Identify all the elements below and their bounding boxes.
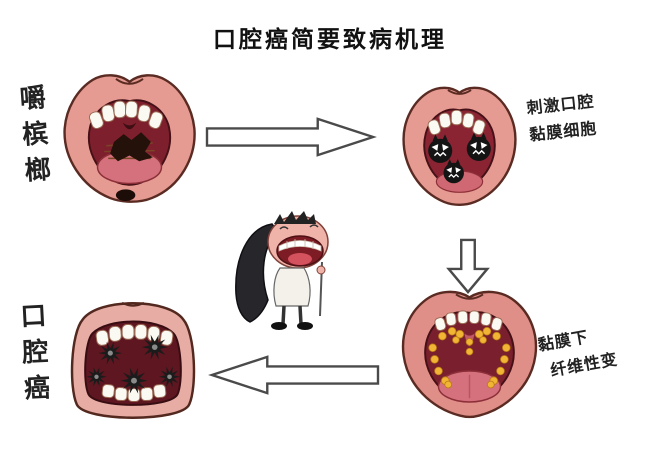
mouth-cancer-illustration bbox=[58, 286, 208, 434]
diagram-title: 口腔癌简要致病机理 bbox=[213, 26, 447, 52]
mouth-irritated-illustration bbox=[392, 72, 527, 220]
fibrosis-nodules bbox=[428, 327, 511, 389]
label-irritates-oral-mucosa: 刺激口腔 黏膜细胞 bbox=[525, 89, 598, 150]
arrow-down-icon bbox=[446, 238, 490, 294]
arrow-left-icon bbox=[206, 354, 382, 396]
label-chew-betel-nut: 嚼槟榔 bbox=[15, 83, 53, 193]
cartoon-icon bbox=[235, 211, 329, 330]
mouth-fibrosis-icon bbox=[401, 290, 538, 419]
mouth-betel-illustration bbox=[52, 58, 207, 218]
mouth-betel-icon bbox=[63, 74, 196, 203]
germ-faces bbox=[428, 132, 491, 184]
label-submucosal-fibrosis: 黏膜下 纤维性变 bbox=[536, 320, 620, 387]
mouth-irritated-icon bbox=[402, 86, 517, 207]
cartoon-cape bbox=[235, 223, 280, 323]
mouth-fibrosis-illustration bbox=[392, 278, 547, 433]
mouth-cancer-icon bbox=[70, 301, 196, 419]
doctor-cartoon-illustration bbox=[224, 198, 349, 338]
label-irritates-line2: 黏膜细胞 bbox=[528, 120, 599, 145]
label-oral-cancer: 口腔癌 bbox=[16, 301, 52, 411]
arrow-right-icon bbox=[202, 116, 380, 158]
